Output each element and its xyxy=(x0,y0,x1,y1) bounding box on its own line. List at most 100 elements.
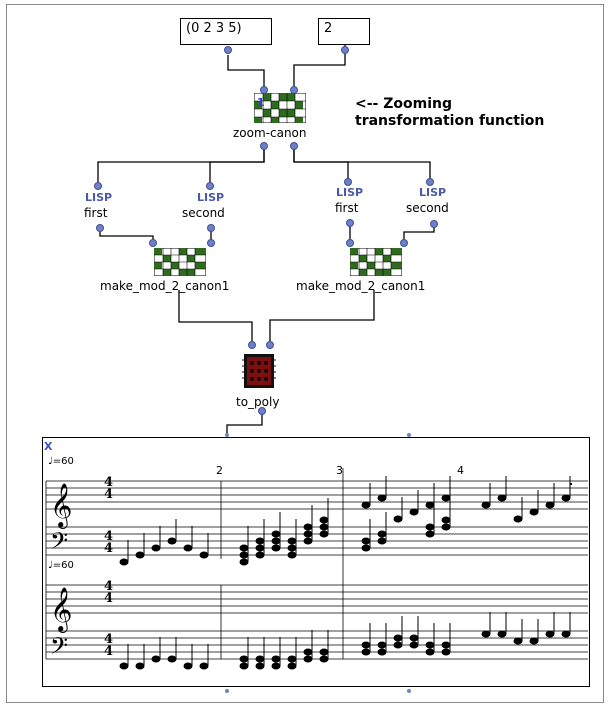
input-port[interactable] xyxy=(400,239,408,247)
input-port[interactable] xyxy=(149,239,157,247)
bass-clef-icon: 𝄢 𝄢 xyxy=(50,527,68,665)
green-grid-icon[interactable] xyxy=(350,248,402,276)
wire xyxy=(209,145,265,185)
input-port[interactable] xyxy=(248,341,256,349)
score-input-port[interactable] xyxy=(225,433,229,437)
comment-line-1: <-- Zooming xyxy=(355,96,452,112)
output-port[interactable] xyxy=(258,407,266,415)
note-head xyxy=(239,655,249,663)
input-port[interactable] xyxy=(206,182,214,190)
output-port[interactable] xyxy=(260,142,268,150)
wire xyxy=(178,290,253,345)
note-head xyxy=(409,634,419,642)
note-head xyxy=(135,662,145,670)
time-signature: 44 44 44 44 xyxy=(104,475,113,659)
note-head xyxy=(513,515,523,523)
note-head xyxy=(287,544,297,552)
output-port[interactable] xyxy=(341,46,349,54)
comment-line-2: transformation function xyxy=(355,113,545,129)
note-head xyxy=(441,648,451,656)
note-head xyxy=(561,630,571,638)
note-head xyxy=(271,655,281,663)
tempo-value: =60 xyxy=(52,560,74,571)
svg-text:4: 4 xyxy=(104,632,113,647)
number-input-box[interactable]: 2 xyxy=(318,18,370,45)
score-output-port[interactable] xyxy=(407,689,411,693)
note-head xyxy=(303,523,313,531)
note-head xyxy=(441,516,451,524)
svg-text:𝄢: 𝄢 xyxy=(50,527,68,560)
note-head xyxy=(529,508,539,516)
input-port[interactable] xyxy=(94,182,102,190)
wire xyxy=(226,410,263,433)
list-input-box[interactable]: (0 2 3 5) xyxy=(180,18,272,45)
note-head xyxy=(135,551,145,559)
lisp-kind-label: LISP xyxy=(197,191,225,204)
input-port[interactable] xyxy=(426,178,434,186)
output-port[interactable] xyxy=(224,46,232,54)
index-mark: 1 xyxy=(257,96,265,109)
note-head xyxy=(287,662,297,670)
note-head xyxy=(167,537,177,545)
wire xyxy=(227,55,265,90)
output-port[interactable] xyxy=(290,142,298,150)
note-head xyxy=(271,662,281,670)
svg-text:4: 4 xyxy=(104,487,113,502)
green-grid-icon[interactable] xyxy=(254,93,306,123)
svg-text:𝄞: 𝄞 xyxy=(50,587,72,633)
patch-window xyxy=(6,4,604,703)
note-head xyxy=(199,662,209,670)
svg-text:4: 4 xyxy=(104,541,113,556)
input-port[interactable] xyxy=(266,341,274,349)
canon-box-label: make_mod_2_canon1 xyxy=(296,279,426,293)
note-head xyxy=(425,523,435,531)
score-input-port[interactable] xyxy=(407,433,411,437)
note-head xyxy=(271,544,281,552)
output-port[interactable] xyxy=(96,224,104,232)
note-head xyxy=(497,494,507,502)
note-head xyxy=(303,655,313,663)
note-head xyxy=(441,523,451,531)
lisp-function-second[interactable]: second xyxy=(182,206,225,220)
note-head xyxy=(239,662,249,670)
tempo-marking: ♩=60 xyxy=(48,560,74,571)
svg-text:4: 4 xyxy=(104,644,113,659)
note-head xyxy=(239,558,249,566)
lisp-function-first[interactable]: first xyxy=(335,201,359,215)
note-head xyxy=(361,544,371,552)
note-head xyxy=(393,641,403,649)
tempo-value: =60 xyxy=(52,456,74,467)
note-head xyxy=(425,648,435,656)
note-head xyxy=(239,551,249,559)
lisp-function-first[interactable]: first xyxy=(84,206,108,220)
note-head xyxy=(319,523,329,531)
input-port[interactable] xyxy=(346,239,354,247)
note-head xyxy=(303,537,313,545)
note-head xyxy=(151,544,161,552)
output-port[interactable] xyxy=(346,219,354,227)
green-grid-icon[interactable] xyxy=(154,248,206,276)
note-head xyxy=(167,655,177,663)
input-port[interactable] xyxy=(344,178,352,186)
note-head xyxy=(255,537,265,545)
score-close-icon[interactable]: X xyxy=(44,440,53,453)
note-head xyxy=(255,655,265,663)
note-head xyxy=(425,530,435,538)
note-head xyxy=(561,494,571,502)
note-head xyxy=(303,530,313,538)
score-output-port[interactable] xyxy=(225,689,229,693)
input-port[interactable] xyxy=(207,239,215,247)
output-port[interactable] xyxy=(430,220,438,228)
note-head xyxy=(287,537,297,545)
note-head xyxy=(239,544,249,552)
note-head xyxy=(393,515,403,523)
lisp-kind-label: LISP xyxy=(336,186,364,199)
note-head xyxy=(425,501,435,509)
note-head xyxy=(183,544,193,552)
red-chip-icon[interactable] xyxy=(242,352,276,390)
output-port[interactable] xyxy=(207,224,215,232)
lisp-function-second[interactable]: second xyxy=(406,201,449,215)
note-head xyxy=(255,662,265,670)
to-poly-label: to_poly xyxy=(236,395,280,409)
